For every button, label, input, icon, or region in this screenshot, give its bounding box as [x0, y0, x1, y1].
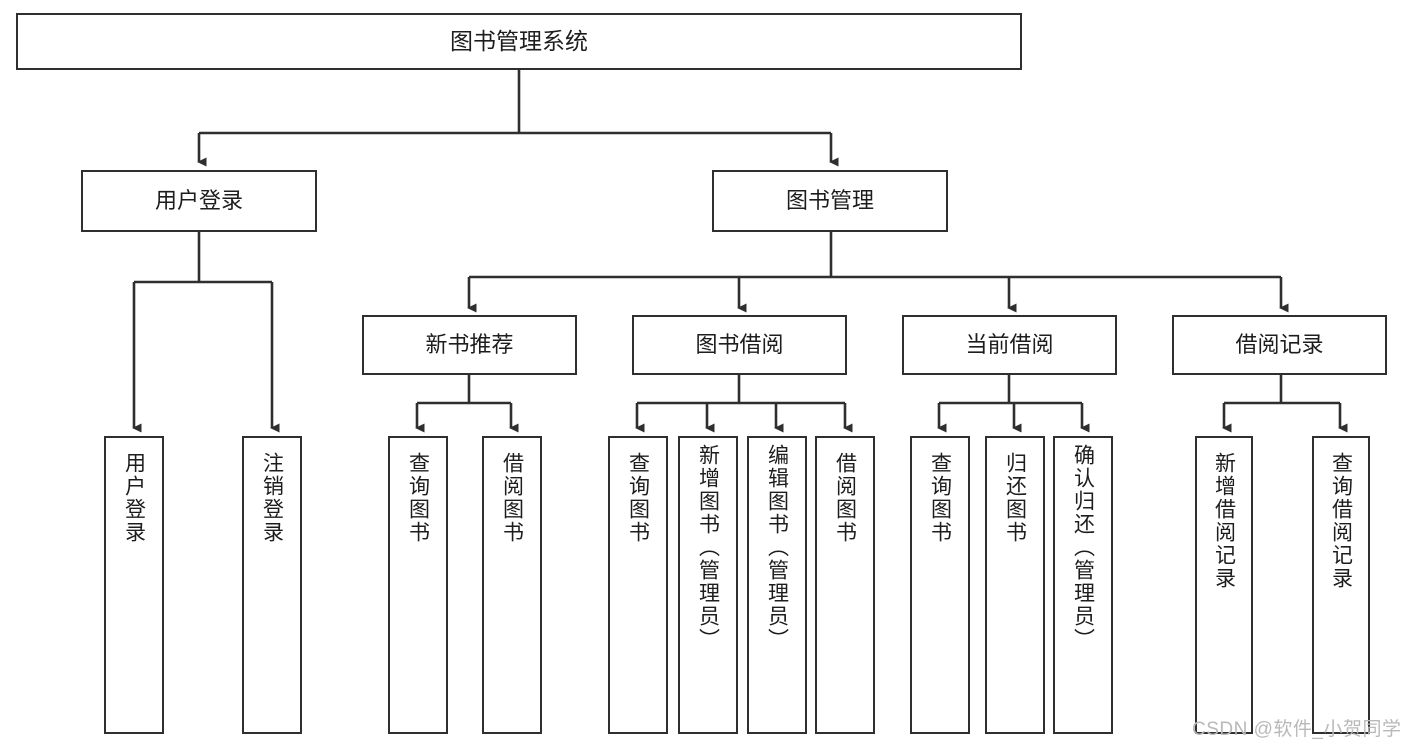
node-current-borrow-label: 当前借阅	[965, 332, 1054, 358]
node-current-borrow[interactable]: 当前借阅	[902, 315, 1117, 375]
leaf-logout-login[interactable]: 注销登录	[242, 436, 302, 734]
node-root-label: 图书管理系统	[450, 27, 588, 54]
node-book-manage[interactable]: 图书管理	[712, 170, 948, 232]
leaf-return-book[interactable]: 归还图书	[985, 436, 1045, 734]
leaf-query-borrow-record-label: 查询借阅记录	[1329, 452, 1353, 590]
leaf-query-book-2[interactable]: 查询图书	[608, 436, 668, 734]
leaf-query-book-1[interactable]: 查询图书	[388, 436, 448, 734]
node-borrow-record[interactable]: 借阅记录	[1172, 315, 1387, 375]
leaf-borrow-book-1-label: 借阅图书	[500, 452, 524, 544]
node-book-manage-label: 图书管理	[785, 188, 874, 214]
watermark: CSDN @软件_小贺同学	[1192, 719, 1402, 740]
leaf-borrow-book-1[interactable]: 借阅图书	[482, 436, 542, 734]
leaf-add-borrow-record-label: 新增借阅记录	[1212, 452, 1236, 590]
leaf-query-book-3-label: 查询图书	[928, 452, 952, 544]
node-root[interactable]: 图书管理系统	[16, 13, 1022, 70]
leaf-user-login-label: 用户登录	[122, 452, 146, 544]
node-borrow-record-label: 借阅记录	[1235, 332, 1324, 358]
node-new-book-recommend-label: 新书推荐	[425, 332, 514, 358]
leaf-query-book-1-label: 查询图书	[406, 452, 430, 544]
leaf-user-login[interactable]: 用户登录	[104, 436, 164, 734]
leaf-edit-book-label: 编辑图书（管理员）	[765, 444, 789, 651]
leaf-logout-login-label: 注销登录	[260, 452, 284, 544]
leaf-borrow-book-2[interactable]: 借阅图书	[815, 436, 875, 734]
node-book-borrow[interactable]: 图书借阅	[632, 315, 847, 375]
leaf-add-book-label: 新增图书（管理员）	[696, 444, 720, 651]
leaf-confirm-return[interactable]: 确认归还（管理员）	[1053, 436, 1113, 734]
node-user-login-label: 用户登录	[154, 188, 243, 214]
leaf-confirm-return-label: 确认归还（管理员）	[1071, 444, 1095, 651]
node-user-login[interactable]: 用户登录	[81, 170, 317, 232]
leaf-borrow-book-2-label: 借阅图书	[833, 452, 857, 544]
leaf-add-borrow-record[interactable]: 新增借阅记录	[1195, 436, 1253, 734]
node-new-book-recommend[interactable]: 新书推荐	[362, 315, 577, 375]
leaf-edit-book[interactable]: 编辑图书（管理员）	[747, 436, 807, 734]
leaf-query-book-2-label: 查询图书	[626, 452, 650, 544]
leaf-query-borrow-record[interactable]: 查询借阅记录	[1312, 436, 1370, 734]
node-book-borrow-label: 图书借阅	[695, 332, 784, 358]
leaf-return-book-label: 归还图书	[1003, 452, 1027, 544]
leaf-query-book-3[interactable]: 查询图书	[910, 436, 970, 734]
leaf-add-book[interactable]: 新增图书（管理员）	[678, 436, 738, 734]
